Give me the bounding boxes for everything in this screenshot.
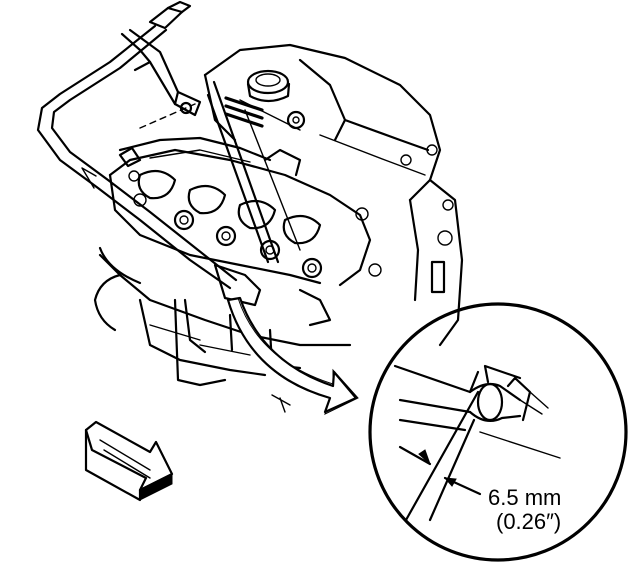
detail-arrow bbox=[226, 296, 359, 415]
leader-lines bbox=[206, 80, 301, 264]
dimension-imperial: (0.26″) bbox=[496, 509, 562, 534]
dipstick-tube bbox=[36, 0, 238, 290]
engine-block bbox=[93, 43, 464, 413]
front-direction-arrow bbox=[84, 420, 174, 502]
detail-view-circle bbox=[368, 302, 628, 562]
dimension-metric: 6.5 mm bbox=[488, 485, 562, 510]
